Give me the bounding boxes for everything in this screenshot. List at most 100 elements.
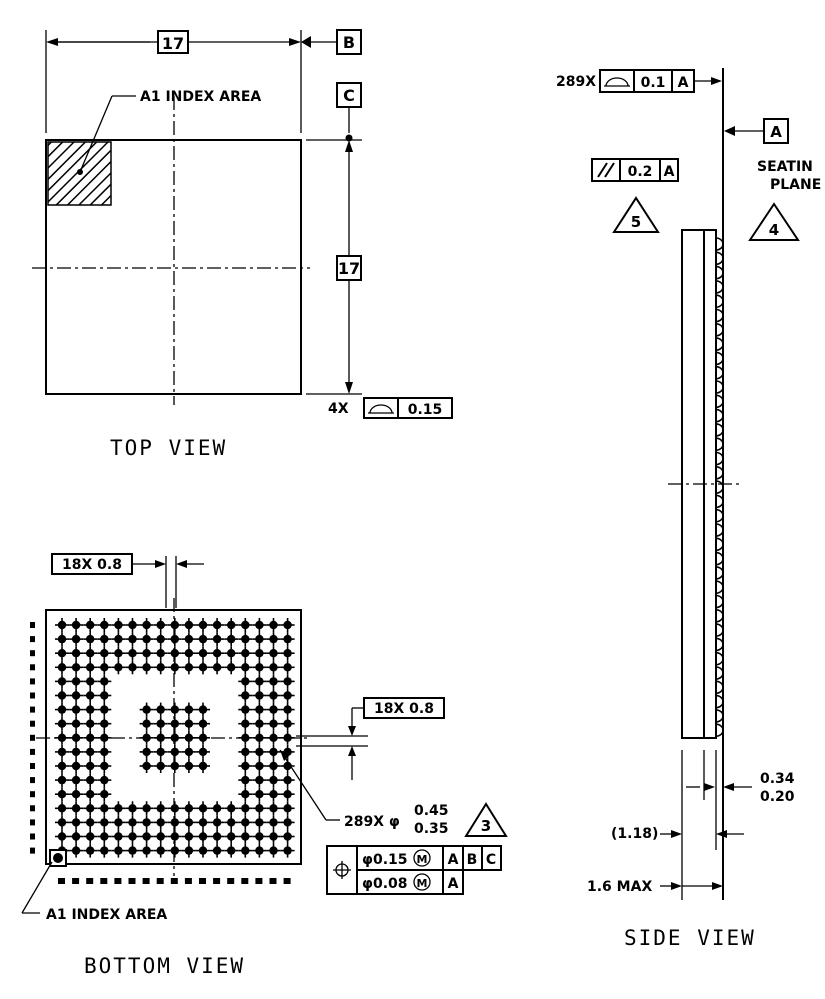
note-4-triangle [748,202,800,241]
col-mark [100,878,108,884]
col-mark [255,878,263,884]
side-view: 289X 0.1 A A SEATIN PLANE 4 0.2 A 5 [556,68,821,950]
side-ball [715,423,724,437]
row-mark [30,748,35,755]
side-ball-profile [715,237,724,737]
side-ball [715,294,724,308]
row-mark [30,650,35,657]
side-ball [715,308,724,323]
ball-height-min: 0.20 [760,789,795,805]
row-mark [30,622,35,628]
note-5-triangle [612,196,660,233]
col-mark [199,878,206,884]
col-mark [156,878,164,884]
note-3-triangle [464,802,508,837]
datum-b-label: B [343,33,355,52]
side-ball [715,323,724,337]
col-mark [170,878,178,884]
top-view-title: TOP VIEW [110,436,227,460]
side-ball [715,637,724,652]
side-ball [715,408,724,423]
side-ball [715,251,724,266]
col-mark [142,878,150,884]
side-ball [715,237,724,251]
side-ball [715,680,724,695]
coplan-ref: A [678,75,689,91]
mmc-symbol-2: M [417,877,428,890]
side-ball [715,365,724,380]
side-ball [715,651,724,666]
col-mark [283,878,291,884]
side-ball [715,694,724,709]
pitch-x-label: 18X 0.8 [62,557,122,573]
col-mark [128,878,136,884]
row-mark [30,777,35,784]
side-ball [715,265,724,280]
coplanarity-icon [604,77,630,87]
side-ball [715,451,724,466]
side-ball [715,523,724,537]
mmc-symbol-1: M [417,853,428,866]
row-mark [30,819,35,826]
side-ball [715,466,724,480]
row-mark [30,692,35,699]
col-mark [213,878,221,884]
row-mark [30,636,35,643]
col-mark [184,878,192,884]
note-5: 5 [631,213,641,231]
row-mark [30,763,35,769]
parallelism-icon [597,162,608,178]
row-mark [30,791,35,798]
col-mark [72,878,80,884]
top-height-dim: 17 [338,259,360,278]
coplan-tol: 0.1 [641,75,666,91]
row-mark [30,678,35,685]
row-mark [30,734,35,741]
row-mark [30,664,35,671]
side-view-title: SIDE VIEW [624,926,756,950]
parallel-tol: 0.2 [628,164,653,180]
top-view: 17 B C 17 A1 INDEX AREA 4X 0.15 TOP VIEW [32,29,453,460]
row-index-marks [30,622,35,854]
pitch-y-label: 18X 0.8 [374,701,434,717]
parallel-ref: A [664,164,675,180]
seating-line1: SEATIN [757,159,813,175]
top-a1-index-label: A1 INDEX AREA [140,89,261,105]
a1-index-hatch [47,141,112,206]
corner-tol: 0.15 [408,402,443,418]
side-ball [715,666,724,680]
row-mark [30,706,35,713]
ball-max: 0.45 [414,803,449,819]
row-mark [30,833,35,840]
ball-array [55,618,295,858]
col-mark [114,878,122,884]
row-mark [30,847,35,854]
side-ball [715,566,724,580]
pos-tol-1-ref-b: B [467,852,478,868]
side-ball [715,723,724,737]
bottom-a1-index-label: A1 INDEX AREA [46,907,167,923]
row-mark [30,720,35,727]
side-ball [715,580,724,594]
side-ball [715,351,724,366]
side-ball [715,380,724,394]
pos-tol-1-ref-a: A [448,852,459,868]
datum-c-label: C [343,86,355,105]
side-ball [715,494,724,509]
side-ball [715,623,724,637]
ball-min: 0.35 [414,821,449,837]
pos-tol-2-ref-a: A [448,876,459,892]
side-ball [715,437,724,451]
bottom-view: 18X 0.8 18X 0.8 289X φ 0.45 0.35 3 [21,553,508,978]
pos-tol-2: φ0.08 [362,876,408,892]
side-ball [715,480,724,494]
pos-tol-1-ref-c: C [486,852,496,868]
side-ball [715,508,724,523]
ball-note: 3 [481,817,491,835]
side-ball [715,537,724,552]
body-ref: (1.18) [611,826,658,842]
coplan-prefix: 289X [556,74,596,90]
col-mark [241,878,249,884]
row-mark [30,805,35,812]
